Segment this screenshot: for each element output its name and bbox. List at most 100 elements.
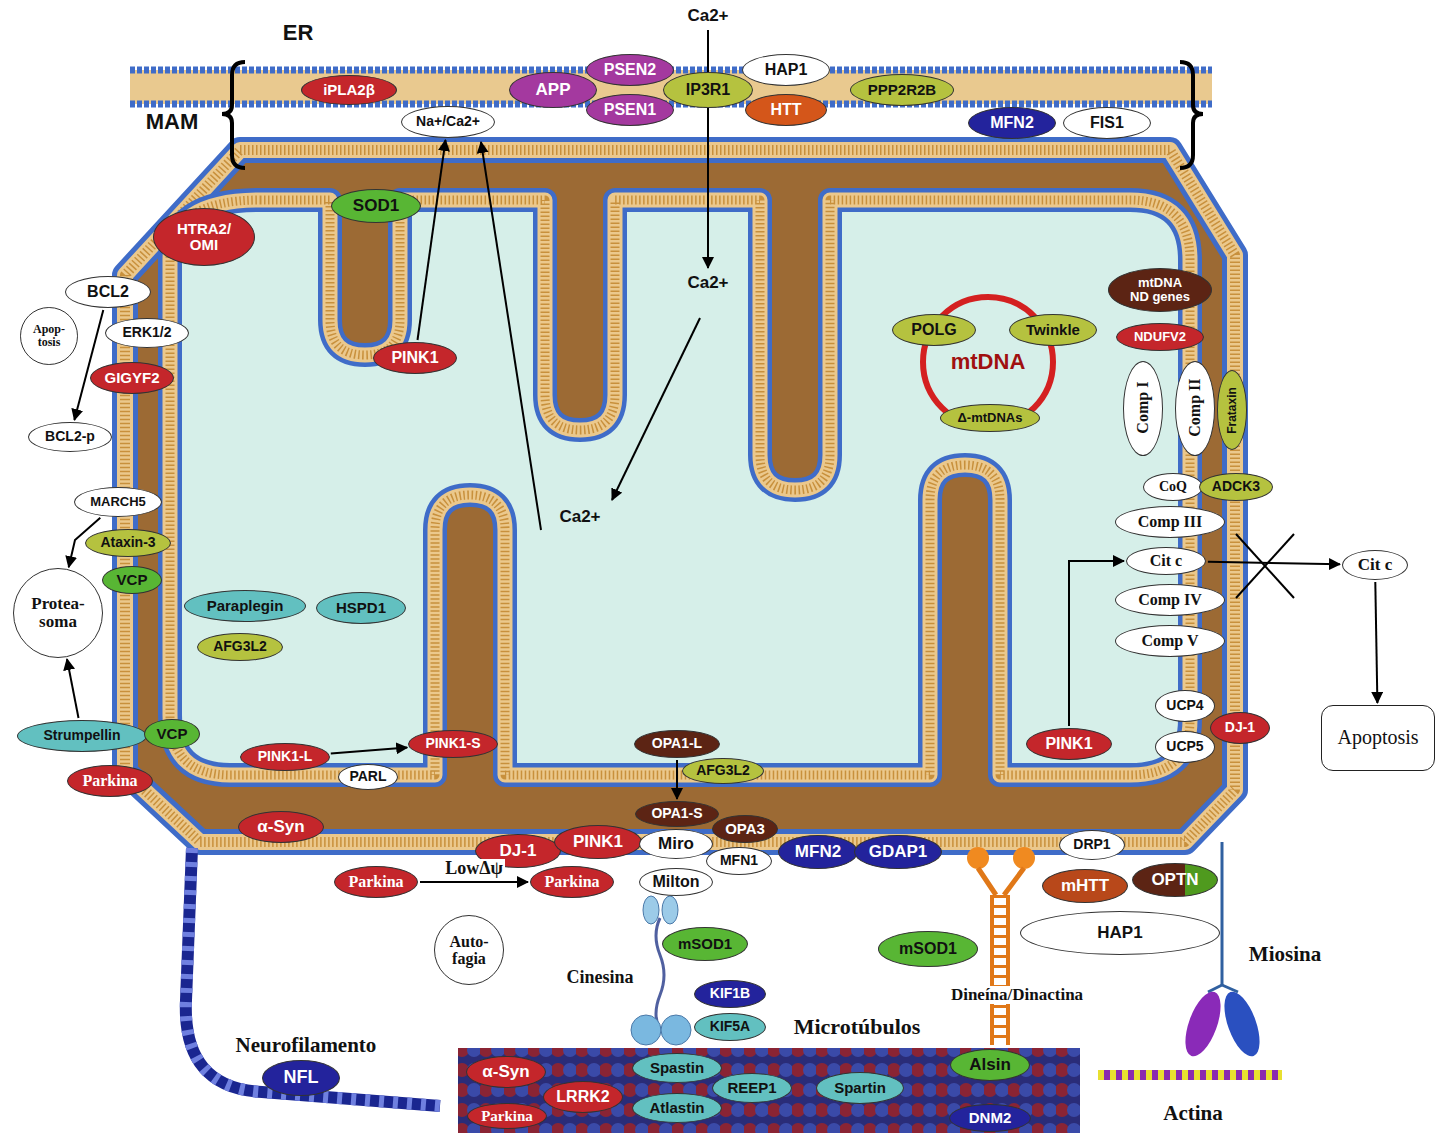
protein-ellipse: HAP1 — [1020, 911, 1220, 955]
node-text: Ataxin-3 — [100, 535, 155, 550]
protein-ellipse: iPLA2β — [301, 75, 397, 105]
node-text: α-Syn — [257, 818, 304, 836]
protein-ellipse: mSOD1 — [662, 927, 748, 961]
actin — [1098, 1070, 1282, 1080]
node-text: AFG3L2 — [696, 763, 750, 778]
protein-ellipse: MFN2 — [968, 107, 1056, 139]
protein-ellipse: α-Syn — [238, 811, 324, 843]
protein-ellipse: AFG3L2 — [682, 758, 763, 784]
microtubule — [458, 1048, 1080, 1133]
edge-label: LowΔψ — [443, 859, 505, 879]
node-text: Comp V — [1141, 632, 1198, 649]
protein-ellipse: mHTT — [1042, 869, 1128, 903]
protein-ellipse: HTT — [745, 94, 827, 126]
node-text: DJ-1 — [500, 842, 537, 860]
node-text: CoQ — [1159, 479, 1187, 494]
node-text: mSOD1 — [678, 936, 732, 952]
node-text: Paraplegin — [207, 598, 284, 614]
node-text: Na+/Ca2+ — [416, 114, 480, 129]
node-text: BCL2-p — [45, 429, 95, 444]
protein-ellipse: Miro — [639, 829, 713, 859]
node-text: Frataxin — [1226, 387, 1239, 434]
node-text: OPA1-S — [651, 806, 702, 821]
node-text: Milton — [652, 873, 699, 890]
dynein-stalk — [992, 895, 1008, 1045]
node-text: Protea- soma — [26, 595, 90, 632]
protein-ellipse: Na+/Ca2+ — [401, 106, 495, 138]
dynein-rungs — [992, 895, 1008, 1045]
structure-label: Ca2+ — [687, 274, 728, 293]
protein-ellipse: Parkina — [467, 1103, 547, 1129]
protein-ellipse: PINK1-S — [408, 730, 498, 758]
connector-arrow — [331, 748, 407, 754]
node-text: NDUFV2 — [1134, 330, 1186, 344]
neurofilament-coil — [186, 848, 440, 1106]
node-text: OPTN — [1151, 871, 1198, 889]
node-text: OPA3 — [725, 821, 765, 837]
dynein-arm — [978, 868, 1024, 895]
node-text: GDAP1 — [869, 843, 928, 861]
protein-ellipse: LRRK2 — [543, 1081, 624, 1113]
kinesin-stalk — [656, 918, 664, 1030]
protein-ellipse: OPA1-L — [634, 730, 720, 758]
protein-ellipse: Spastin — [632, 1053, 722, 1083]
structure-label: Ca2+ — [687, 7, 728, 26]
node-text: Parkina — [82, 772, 137, 789]
protein-ellipse: Milton — [639, 868, 713, 896]
protein-ellipse: PSEN2 — [586, 54, 674, 86]
node-text: DNM2 — [969, 1110, 1012, 1126]
dynein-head — [967, 847, 989, 869]
node-text: PINK1 — [391, 349, 438, 366]
node-text: Comp II — [1186, 379, 1203, 437]
node-text: Comp III — [1138, 513, 1202, 530]
connector-arrow — [420, 881, 528, 883]
node-text: DJ-1 — [1225, 720, 1255, 735]
node-text: Miro — [658, 835, 694, 853]
protein-ellipse: DJ-1 — [1210, 712, 1270, 744]
protein-ellipse: mtDNA ND genes — [1108, 268, 1212, 312]
protein-ellipse: PINK1-L — [240, 743, 330, 771]
protein-ellipse: IP3R1 — [663, 72, 753, 108]
node-text: REEP1 — [727, 1080, 776, 1096]
protein-ellipse: ERK1/2 — [105, 318, 189, 348]
node-text: IP3R1 — [686, 81, 730, 98]
protein-ellipse: MFN2 — [778, 835, 858, 869]
node-text: SOD1 — [353, 197, 399, 215]
node-text: KIF1B — [710, 986, 750, 1001]
mam-bracket — [1180, 62, 1203, 168]
kinesin-foot — [661, 1015, 691, 1045]
inner-membrane-lipids — [170, 200, 1190, 775]
structure-label: Cinesina — [566, 968, 633, 988]
node-text: mSOD1 — [899, 940, 957, 957]
protein-ellipse: DNM2 — [949, 1104, 1031, 1132]
node-text: UCP4 — [1166, 698, 1203, 713]
kinesin-head — [643, 896, 659, 924]
node-text: PINK1 — [573, 833, 623, 851]
node-text: APP — [536, 81, 571, 99]
protein-ellipse: ADCK3 — [1199, 473, 1273, 501]
node-text: mHTT — [1061, 877, 1109, 895]
protein-ellipse: Twinkle — [1009, 314, 1097, 346]
kinesin-head — [662, 896, 678, 924]
node-text: GIGYF2 — [104, 370, 159, 386]
structure-label: Microtúbulos — [794, 1015, 921, 1039]
node-text: Alsin — [969, 1056, 1011, 1074]
protein-ellipse: KIF5A — [694, 1013, 766, 1041]
node-text: ERK1/2 — [122, 325, 171, 340]
outer-membrane-lipids — [125, 150, 1235, 842]
node-text: Cit c — [1150, 552, 1182, 569]
protein-ellipse: VCP — [102, 566, 162, 594]
node-text: Cit c — [1358, 556, 1392, 574]
myosin-head — [1217, 987, 1267, 1060]
node-text: Parkina — [348, 873, 403, 890]
protein-ellipse: Spartin — [816, 1072, 904, 1104]
outcome-box: Apoptosis — [1321, 705, 1435, 771]
node-text: DRP1 — [1073, 837, 1110, 852]
protein-ellipse: Alsin — [950, 1049, 1030, 1081]
structure-label: MAM — [146, 110, 199, 134]
protein-ellipse: Parkina — [67, 765, 153, 797]
node-text: HAP1 — [765, 61, 808, 78]
protein-ellipse: APP — [509, 72, 597, 108]
